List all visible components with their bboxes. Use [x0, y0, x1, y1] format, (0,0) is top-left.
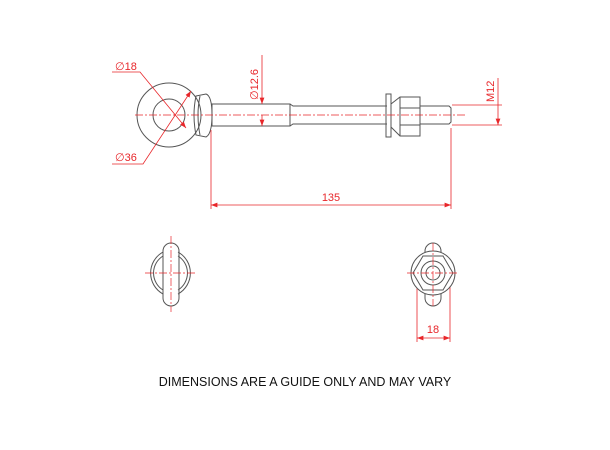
disclaimer-note: DIMENSIONS ARE A GUIDE ONLY AND MAY VARY	[158, 375, 452, 389]
eye-end-view	[145, 236, 197, 312]
dim-eye-outer: ∅36	[115, 152, 137, 164]
dim-shank: ∅12.6	[249, 69, 261, 100]
dim-eye-inner: ∅18	[115, 61, 137, 73]
dim-length: 135	[322, 192, 340, 204]
dim-nut-width: 18	[427, 324, 439, 336]
dimension-lines	[112, 55, 502, 342]
bolt-side-view	[135, 82, 466, 148]
nut-end-view	[407, 242, 459, 307]
dim-thread: M12	[485, 81, 497, 102]
